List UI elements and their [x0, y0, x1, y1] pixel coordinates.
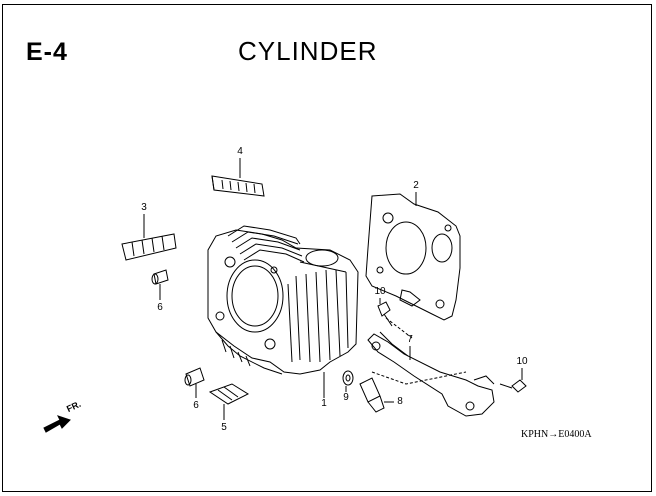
callout-6-upper: 6	[157, 302, 163, 313]
part-8-fitting	[359, 377, 394, 413]
callout-7: 7	[407, 334, 413, 345]
part-4-seal-strip	[211, 158, 265, 197]
diagram-frame	[2, 4, 652, 492]
callout-1: 1	[321, 398, 327, 409]
part-7-bracket	[367, 317, 495, 417]
part-10-bolt-lower	[499, 368, 527, 393]
callout-6-lower: 6	[193, 400, 199, 411]
page-title: CYLINDER	[238, 36, 378, 66]
part-6-dowel-pin-lower	[184, 367, 205, 398]
callout-10-upper: 10	[374, 286, 386, 297]
callout-5: 5	[221, 422, 227, 433]
callout-8: 8	[397, 396, 403, 407]
diagram-reference-code: KPHN→E0400A	[521, 429, 592, 440]
part-9-washer	[342, 370, 354, 392]
section-code: E-4	[26, 38, 68, 66]
callout-3: 3	[141, 202, 147, 213]
part-5-seal	[208, 383, 250, 420]
callout-9: 9	[343, 392, 349, 403]
callout-4: 4	[237, 146, 243, 157]
part-3-seal-strip	[121, 214, 177, 261]
callout-2: 2	[413, 180, 419, 191]
part-10-bolt-upper	[377, 298, 393, 327]
part-1-cylinder	[207, 225, 359, 398]
part-6-dowel-pin-upper	[151, 269, 169, 300]
callout-10-lower: 10	[516, 356, 528, 367]
part-2-gasket	[365, 192, 461, 321]
front-arrow-icon	[43, 415, 71, 433]
